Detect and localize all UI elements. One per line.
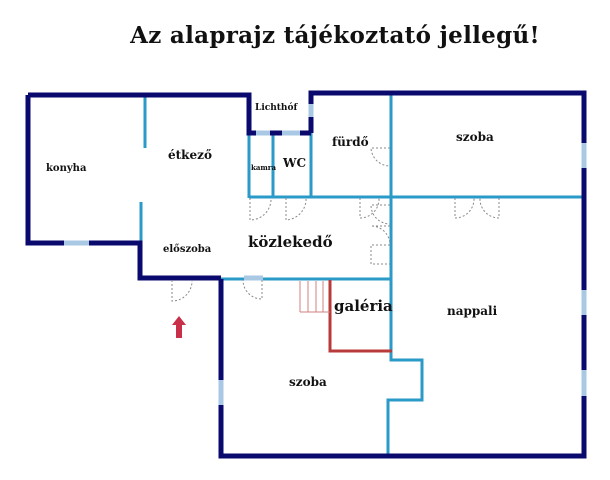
room-label-nappali: nappali [447,304,498,318]
room-label-kozlekedo: közlekedő [248,233,333,251]
room-label-lichthof: Lichthóf [255,103,298,113]
room-label-szoba-top: szoba [456,130,494,144]
disclaimer-title: Az alaprajz tájékoztató jellegű! [130,22,540,49]
room-label-kamra: kamra [251,163,277,172]
room-label-furdo: fürdő [332,135,369,149]
room-label-wc: WC [283,156,307,170]
room-label-eloszoba: előszoba [163,244,212,255]
room-label-konyha: konyha [46,163,87,174]
door-swings [171,147,500,302]
room-label-etkezo: étkező [168,148,212,162]
gallery-rail [299,280,392,353]
windows [64,104,587,405]
room-label-galeria: galéria [334,297,393,315]
exterior-walls [25,90,587,459]
room-label-szoba-bottom: szoba [289,375,327,389]
up-arrow-icon [172,316,186,338]
